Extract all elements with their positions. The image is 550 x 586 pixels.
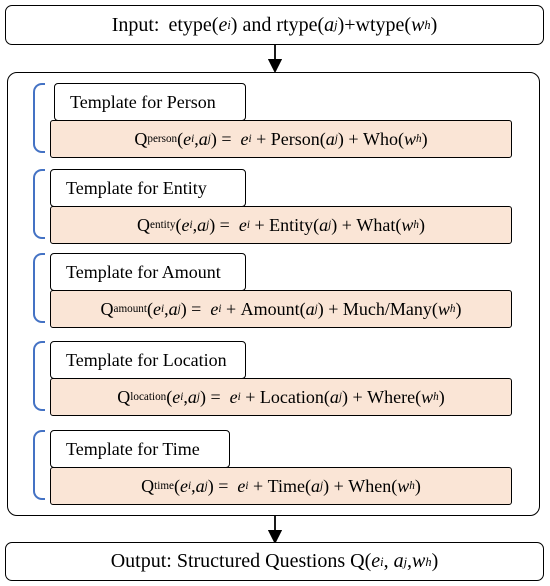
input-etype: etype: [168, 13, 212, 36]
template-title-text: Template for Time: [66, 438, 200, 459]
template-brace-amount: [33, 253, 45, 323]
formula-argument-type: Person: [270, 128, 320, 149]
template-title-location: Template for Location: [50, 341, 246, 379]
template-title-text: Template for Amount: [66, 261, 221, 282]
formula-argument-type: Amount: [240, 298, 300, 319]
formula-wh-word: When: [348, 475, 392, 496]
formula-wh-word: Much/Many: [342, 298, 432, 319]
output-label: Output: Structured Questions Q(: [110, 550, 372, 572]
formula-wh-word: Who: [363, 128, 399, 149]
template-brace-person: [33, 83, 45, 153]
input-rtype: and rtype: [242, 13, 318, 36]
formula-wh-word: Where: [367, 386, 416, 407]
formula-argument-type: Time: [267, 475, 305, 496]
template-title-amount: Template for Amount: [50, 253, 246, 291]
template-title-text: Template for Person: [70, 91, 216, 112]
formula-wh-word: What: [356, 214, 396, 235]
template-title-time: Template for Time: [50, 430, 230, 468]
template-brace-time: [33, 430, 45, 500]
formula-argument-type: Entity: [269, 214, 314, 235]
template-title-entity: Template for Entity: [50, 169, 246, 207]
input-label: Input:: [111, 13, 160, 36]
template-title-text: Template for Location: [66, 349, 227, 370]
template-brace-entity: [33, 169, 45, 239]
template-brace-location: [33, 341, 45, 411]
template-title-person: Template for Person: [54, 83, 246, 121]
formula-argument-type: Location: [259, 386, 324, 407]
template-title-text: Template for Entity: [66, 177, 207, 198]
input-wtype: +wtype: [344, 13, 405, 36]
